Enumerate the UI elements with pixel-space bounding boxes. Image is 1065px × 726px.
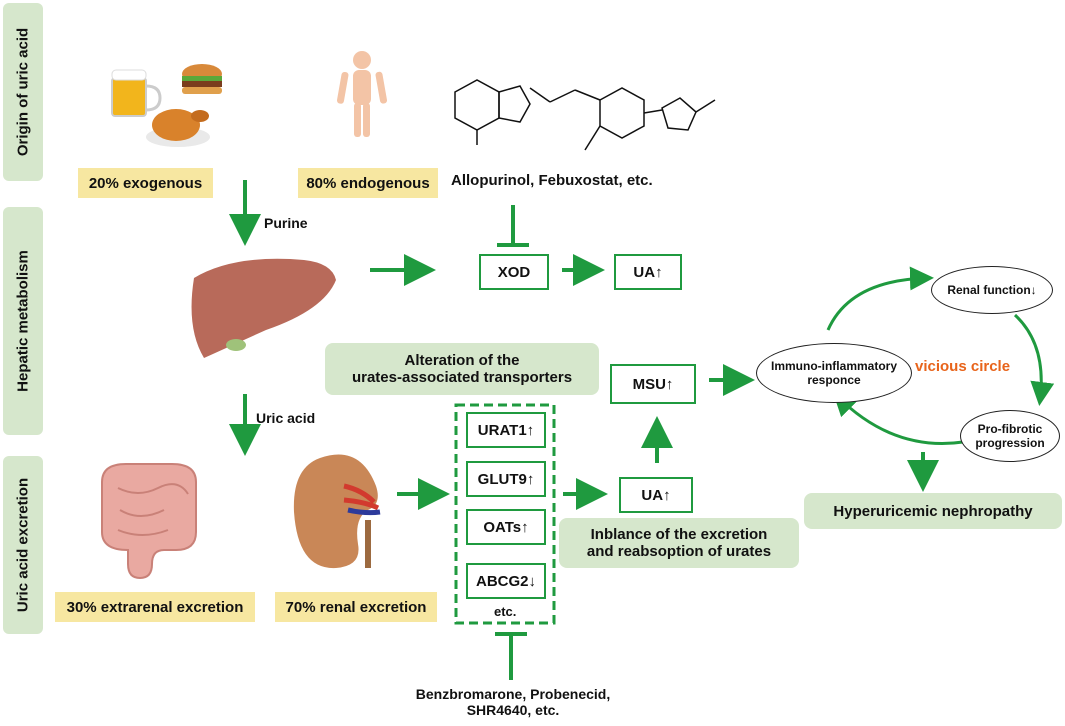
- imbalance-line2: and reabsoption of urates: [586, 543, 772, 560]
- liver-icon: [191, 258, 336, 358]
- oats-box: OATs↑: [466, 509, 546, 545]
- sidebar-excretion: Uric acid excretion: [3, 456, 43, 634]
- xod-inhibitors-label: Allopurinol, Febuxostat, etc.: [451, 172, 653, 189]
- renal-function-node: Renal function↓: [931, 266, 1053, 314]
- ua-mid-text: UA↑: [641, 486, 671, 504]
- human-body-icon: [336, 51, 388, 137]
- immuno-inflammatory-node: Immuno-inflammatory responce: [756, 343, 912, 403]
- vicious-circle-label: vicious circle: [915, 358, 1011, 375]
- renal-label: 70% renal excretion: [275, 592, 437, 622]
- abcg2-box: ABCG2↓: [466, 563, 546, 599]
- abcg2-text: ABCG2↓: [475, 572, 536, 590]
- msu-box: MSU↑: [610, 364, 696, 404]
- renal-text: 70% renal excretion: [285, 598, 427, 616]
- imbalance-line1: Inblance of the excretion: [590, 526, 768, 543]
- allopurinol-structure-icon: [454, 79, 531, 145]
- profibrotic-line2: progression: [975, 436, 1045, 450]
- outcome-text: Hyperuricemic nephropathy: [833, 502, 1033, 520]
- extrarenal-label: 30% extrarenal excretion: [55, 592, 255, 622]
- ua-top-box: UA↑: [614, 254, 682, 290]
- immuno-line2: responce: [807, 373, 861, 387]
- profibrotic-node: Pro-fibrotic progression: [960, 410, 1060, 462]
- alteration-line2: urates-associated transporters: [351, 369, 573, 386]
- ua-mid-box: UA↑: [619, 477, 693, 513]
- burger-icon: [182, 64, 222, 94]
- oats-text: OATs↑: [483, 518, 529, 536]
- renal-function-text: Renal function↓: [947, 283, 1037, 297]
- transporter-group-box: [454, 403, 556, 625]
- profibrotic-line1: Pro-fibrotic: [977, 422, 1043, 436]
- glut9-box: GLUT9↑: [466, 461, 546, 497]
- beer-icon: [111, 69, 162, 117]
- alteration-line1: Alteration of the: [404, 352, 520, 369]
- inhibitors-line1: Benzbromarone, Probenecid,: [415, 686, 611, 702]
- transporters-etc-label: etc.: [494, 604, 517, 619]
- urat1-text: URAT1↑: [477, 421, 535, 439]
- exogenous-text: 20% exogenous: [88, 174, 203, 192]
- extrarenal-text: 30% extrarenal excretion: [66, 598, 244, 616]
- endogenous-label: 80% endogenous: [298, 168, 438, 198]
- alteration-label: Alteration of the urates-associated tran…: [325, 343, 599, 395]
- xod-text: XOD: [497, 263, 531, 281]
- intestine-icon: [101, 463, 197, 580]
- endogenous-text: 80% endogenous: [306, 174, 430, 192]
- hyperuricemic-nephropathy-label: Hyperuricemic nephropathy: [804, 493, 1062, 529]
- purine-label: Purine: [264, 215, 308, 231]
- exogenous-label: 20% exogenous: [78, 168, 213, 198]
- sidebar-hepatic: Hepatic metabolism: [3, 207, 43, 435]
- febuxostat-structure-icon: [529, 87, 716, 151]
- inhibitors-line2: SHR4640, etc.: [466, 702, 560, 718]
- glut9-text: GLUT9↑: [477, 470, 535, 488]
- urat1-box: URAT1↑: [466, 412, 546, 448]
- uric-acid-label: Uric acid: [256, 410, 316, 426]
- imbalance-label: Inblance of the excretion and reabsoptio…: [559, 518, 799, 568]
- immuno-line1: Immuno-inflammatory: [770, 359, 897, 373]
- roast-chicken-icon: [146, 109, 210, 147]
- transporter-inhibitors-label: Benzbromarone, Probenecid, SHR4640, etc.: [393, 686, 633, 718]
- sidebar-origin: Origin of uric acid: [3, 3, 43, 181]
- ua-top-text: UA↑: [633, 263, 663, 281]
- kidney-icon: [293, 454, 381, 569]
- xod-box: XOD: [479, 254, 549, 290]
- msu-text: MSU↑: [632, 375, 674, 393]
